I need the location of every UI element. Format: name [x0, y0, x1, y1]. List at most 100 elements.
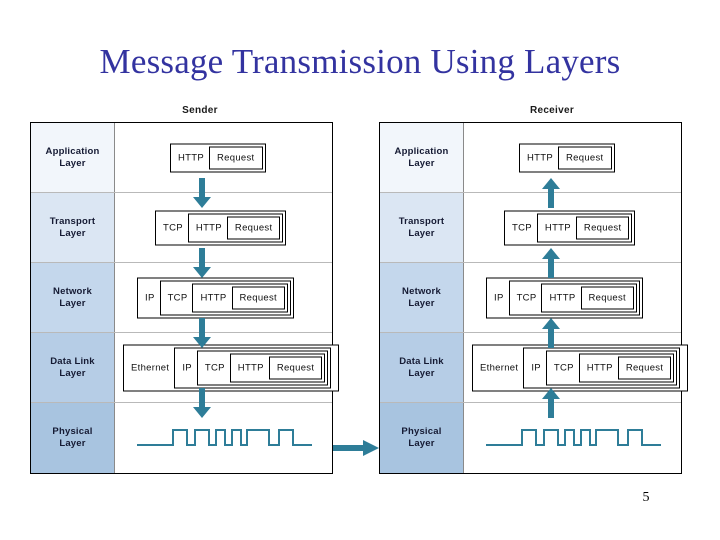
arrow-head: [193, 267, 211, 278]
payload-box: Request: [580, 286, 634, 309]
arrow-shaft: [548, 398, 554, 418]
header-label-http: HTTP: [586, 362, 613, 373]
payload-box: Request: [575, 216, 630, 239]
layer-label-line2: Layer: [59, 438, 86, 449]
header-label-tcp: TCP: [512, 222, 532, 233]
payload-label: Request: [217, 152, 255, 163]
payload-label: Request: [625, 362, 664, 373]
header-label-ip: IP: [182, 362, 192, 373]
arrow-shaft: [548, 328, 554, 348]
packet-transport-layer: TCP HTTP Request: [504, 210, 636, 245]
arrow-shaft: [199, 248, 205, 268]
arrow-head: [542, 318, 560, 329]
payload-box: Request: [268, 356, 323, 379]
arrow-up-icon: [540, 178, 562, 208]
layer-label-line1: Transport: [398, 215, 445, 227]
arrow-head: [542, 178, 560, 189]
arrow-head: [542, 248, 560, 259]
layer-label-line2: Layer: [408, 297, 435, 309]
arrow-shaft: [548, 258, 554, 278]
pdu-http: HTTP Request: [170, 143, 266, 172]
header-label-tcp: TCP: [553, 362, 574, 373]
layer-body-physical-layer: [464, 403, 681, 473]
arrow-shaft: [548, 188, 554, 208]
header-label-ip: IP: [145, 292, 155, 303]
payload-label: Request: [566, 152, 604, 163]
header-label-ethernet: Ethernet: [480, 362, 519, 373]
header-label-http: HTTP: [527, 152, 554, 163]
layer-body-application-layer: HTTP Request: [115, 123, 332, 192]
layer-label-line2: Layer: [408, 157, 435, 169]
pdu-ip: IP TCP HTTP Request: [523, 347, 681, 388]
layer-body-application-layer: HTTP Request: [464, 123, 681, 192]
layer-label-line1: Data Link: [399, 355, 444, 367]
layer-label-line1: Transport: [49, 215, 96, 227]
packet-application-layer: HTTP Request: [519, 143, 615, 172]
payload-box: Request: [617, 356, 672, 379]
payload-label: Request: [234, 222, 273, 233]
layer-label-line2: Layer: [408, 367, 435, 379]
layer-label-line1: Physical: [401, 426, 442, 437]
arrow-up-icon: [540, 318, 562, 348]
layer-label-line2: Layer: [408, 227, 435, 239]
square-wave-icon: [137, 429, 312, 446]
payload-box: Request: [226, 216, 281, 239]
header-label-http: HTTP: [237, 362, 264, 373]
arrow-head: [193, 337, 211, 348]
header-label-http: HTTP: [200, 292, 227, 303]
header-label-http: HTTP: [544, 222, 571, 233]
header-label-http: HTTP: [178, 152, 205, 163]
header-label-http: HTTP: [549, 292, 576, 303]
layer-body-transport-layer: TCP HTTP Request: [464, 193, 681, 262]
pdu-tcp: TCP HTTP Request: [504, 210, 636, 245]
packet-data-link-layer: Ethernet IP TCP HTTP Request: [472, 344, 689, 391]
payload-label: Request: [583, 222, 622, 233]
arrow-shaft: [199, 178, 205, 198]
arrow-head: [193, 197, 211, 208]
layer-label-line1: Physical: [52, 426, 93, 437]
pdu-tcp: TCP HTTP Request: [545, 350, 678, 385]
receiver-caption: Receiver: [529, 105, 575, 116]
header-label-ip: IP: [531, 362, 541, 373]
layer-label-line1: Data Link: [50, 355, 95, 367]
arrow-shaft: [333, 445, 365, 451]
layer-label-line1: Network: [53, 285, 92, 297]
